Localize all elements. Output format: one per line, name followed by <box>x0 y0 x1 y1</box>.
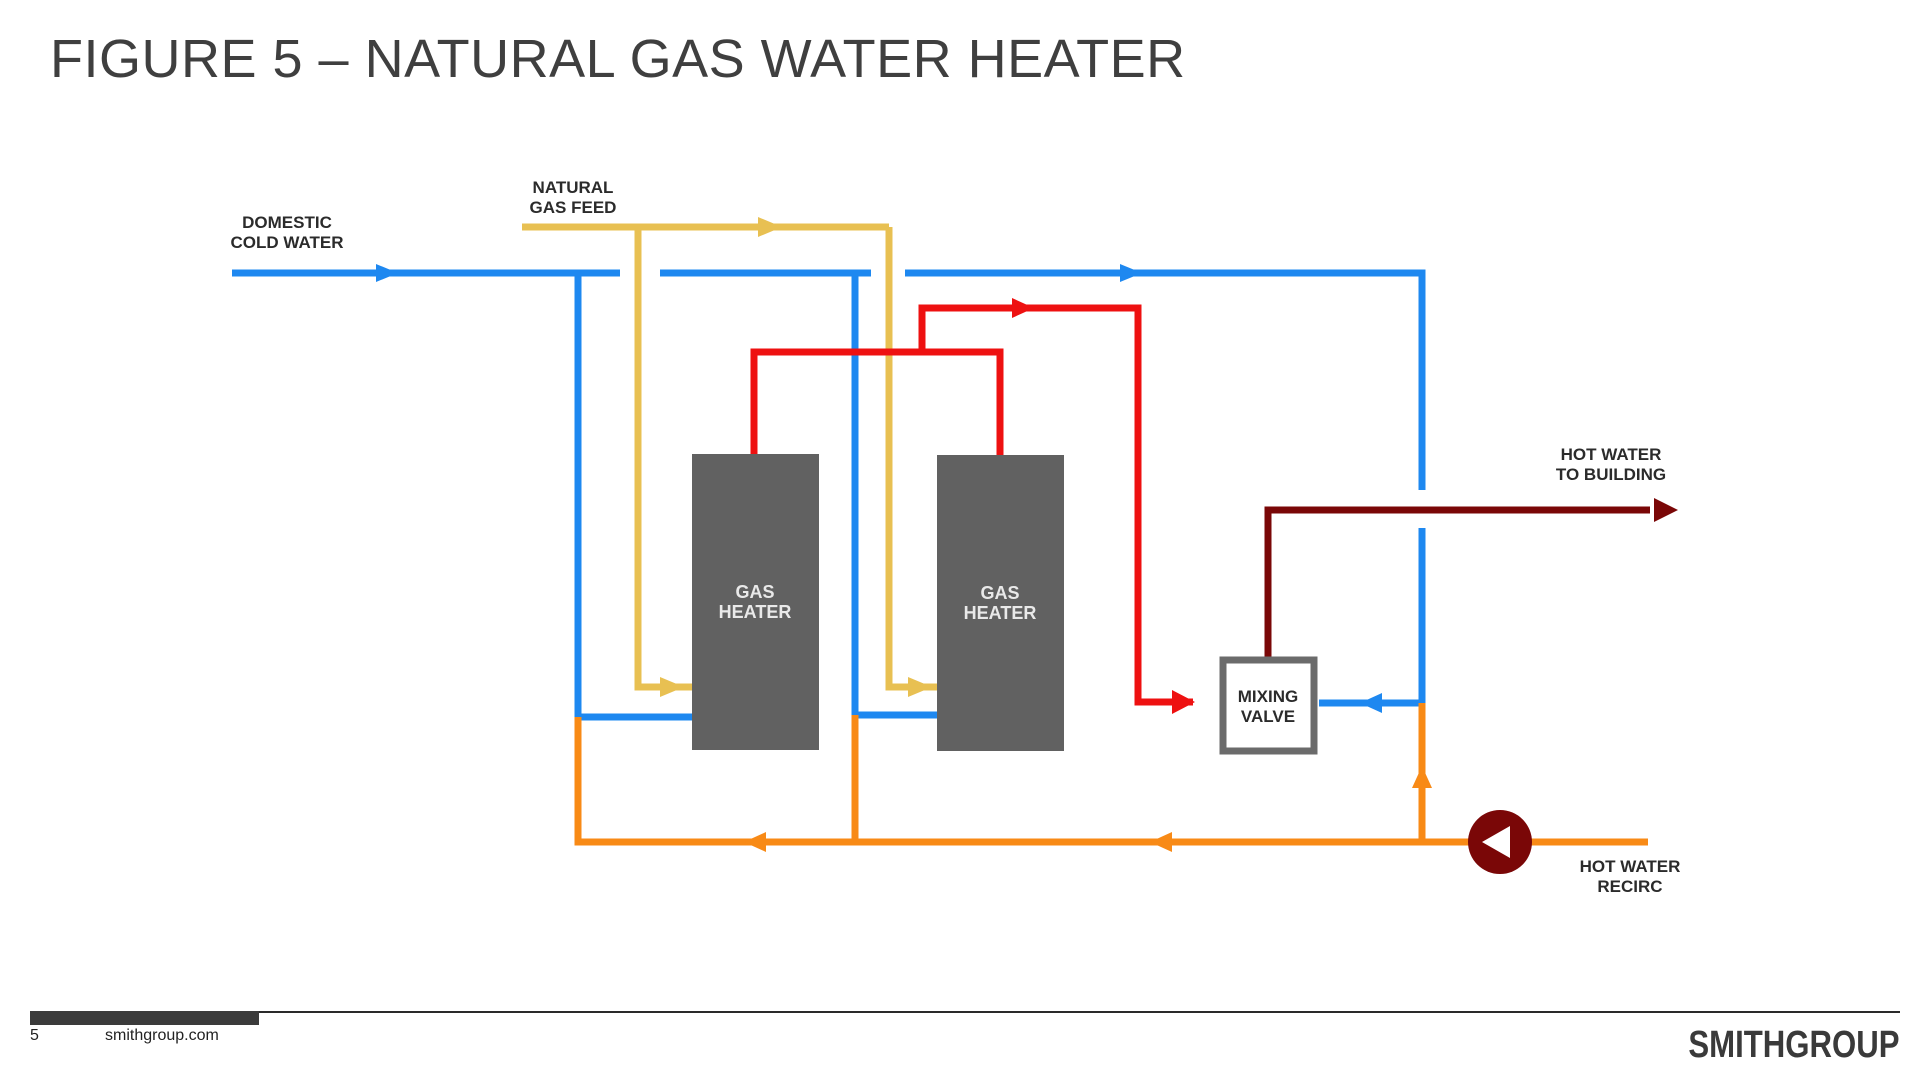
mixing-valve-label-line2: VALVE <box>1241 707 1295 726</box>
label-hot-water-to-building-line2: TO BUILDING <box>1556 465 1666 484</box>
hot-water-piping <box>750 304 1193 706</box>
label-natural-gas-feed: NATURAL GAS FEED <box>530 178 617 217</box>
mixing-valve-label-line1: MIXING <box>1238 687 1298 706</box>
recirc-pump <box>1468 810 1532 874</box>
recirc-arrows <box>744 766 1432 852</box>
hot-water-to-building-arrow <box>1654 498 1678 522</box>
gas-heater-1-label-line2: HEATER <box>719 602 792 622</box>
gas-heater-1: GAS HEATER <box>692 454 819 750</box>
label-domestic-cold-water-line1: DOMESTIC <box>242 213 332 232</box>
gas-heater-2-label-line1: GAS <box>980 583 1019 603</box>
page-title: FIGURE 5 – NATURAL GAS WATER HEATER <box>50 29 1186 89</box>
mixing-valve: MIXING VALVE <box>1219 656 1318 755</box>
label-hot-water-to-building-line1: HOT WATER <box>1561 445 1662 464</box>
label-hot-water-recirc: HOT WATER RECIRC <box>1580 857 1681 896</box>
label-domestic-cold-water-line2: COLD WATER <box>230 233 343 252</box>
label-domestic-cold-water: DOMESTIC COLD WATER <box>230 213 343 252</box>
label-hot-water-recirc-line2: RECIRC <box>1597 877 1662 896</box>
gas-heater-1-label-line1: GAS <box>735 582 774 602</box>
footer-divider <box>30 1011 1900 1013</box>
label-hot-water-recirc-line1: HOT WATER <box>1580 857 1681 876</box>
gas-heater-2: GAS HEATER <box>937 455 1064 751</box>
label-natural-gas-feed-line2: GAS FEED <box>530 198 617 217</box>
gas-arrows <box>660 217 932 697</box>
cold-water-arrows <box>376 264 1382 713</box>
label-natural-gas-feed-line1: NATURAL <box>533 178 614 197</box>
page-number: 5 <box>30 1027 39 1044</box>
brand-logo: SMITHGROUP <box>1688 1024 1900 1066</box>
footer-accent-block <box>30 1011 259 1025</box>
hot-water-to-building-piping <box>1264 506 1650 658</box>
cold-water-piping <box>232 269 1426 721</box>
hot-water-arrows <box>1012 298 1195 714</box>
gas-heater-2-label-line2: HEATER <box>964 603 1037 623</box>
label-hot-water-to-building: HOT WATER TO BUILDING <box>1556 445 1666 484</box>
footer-website: smithgroup.com <box>105 1027 219 1044</box>
